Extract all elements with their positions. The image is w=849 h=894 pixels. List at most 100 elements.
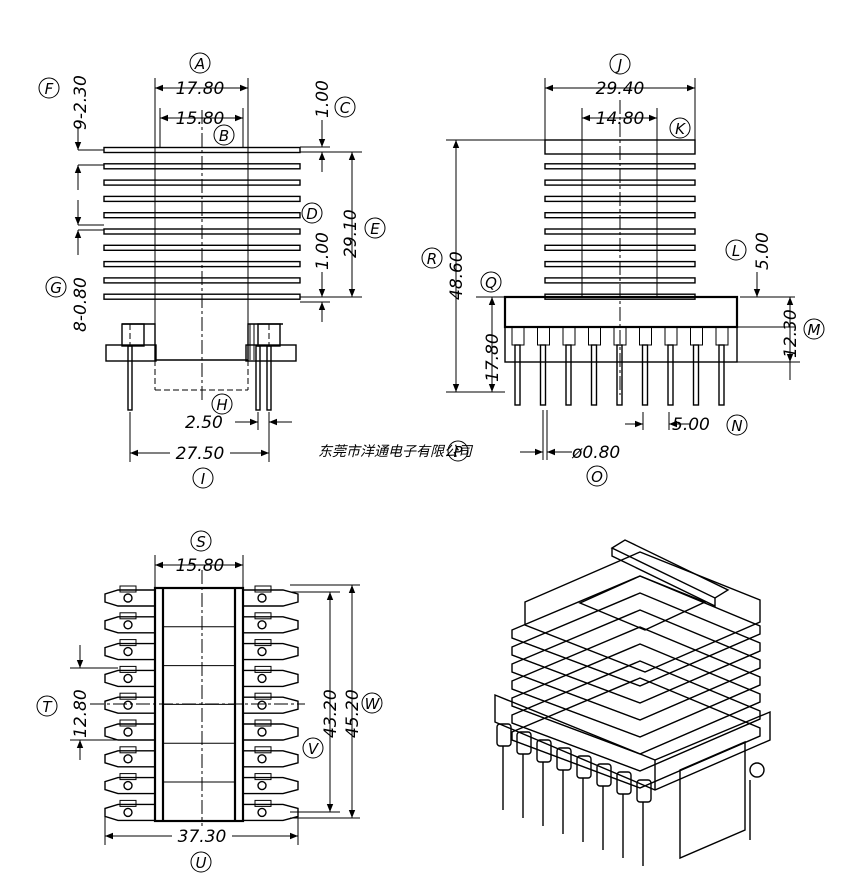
- bottom-pin-tab-right: [243, 776, 299, 795]
- iso-pin-tab: [536, 739, 552, 763]
- bottom-pin-left: [123, 700, 133, 710]
- svg-text:A: A: [194, 55, 205, 73]
- bottom-pin-left: [123, 807, 133, 818]
- dim-2-50: 2.50: [185, 413, 223, 433]
- dim-9-2-30: 9-2.30: [71, 75, 91, 130]
- dim-phi-0-80: ø0.80: [571, 443, 620, 463]
- side-pin: [692, 344, 700, 406]
- side-view: 29.40 14.80 48.60 17.80 5.00 12.30 5.00 …: [421, 53, 825, 487]
- bottom-pin-tab-left: [104, 642, 155, 661]
- iso-pin-tab: [576, 755, 592, 779]
- iso-pin-tab: [636, 779, 652, 803]
- side-pin: [667, 344, 674, 406]
- dim-15-80-bottom: 15.80: [176, 556, 225, 576]
- dim-29-10: 29.10: [341, 209, 361, 258]
- bottom-pin-right: [257, 807, 267, 818]
- dim-37-30: 37.30: [178, 827, 227, 847]
- label-q: Q: [480, 271, 502, 293]
- iso-flange-edge: [511, 667, 761, 721]
- bottom-pin-tab-left: [104, 696, 155, 714]
- side-pin-slot: [690, 326, 703, 346]
- label-p: P: [447, 440, 469, 462]
- bottom-pin-notch-left: [119, 719, 137, 727]
- bottom-pin-notch-right: [254, 639, 272, 647]
- bottom-pin-tab-right: [243, 669, 299, 688]
- bottom-pin-notch-left: [119, 692, 137, 700]
- label-d: D: [301, 202, 323, 224]
- bottom-pin-tab-right: [243, 642, 299, 661]
- front-view: 17.80 15.80 1.00 29.10 1.00 9-2.30 8-0.8…: [38, 52, 386, 489]
- bottom-pins: [104, 585, 299, 822]
- label-e: E: [364, 217, 386, 239]
- bottom-pin-left: [123, 646, 133, 657]
- bottom-pin-left: [123, 620, 133, 630]
- svg-text:K: K: [675, 120, 686, 138]
- iso-pin-tab: [496, 723, 512, 747]
- svg-text:W: W: [365, 695, 381, 713]
- bottom-pin-notch-left: [119, 799, 137, 807]
- iso-pin-tab: [556, 747, 572, 771]
- svg-text:C: C: [340, 99, 351, 117]
- label-m: M: [803, 318, 825, 340]
- bottom-pin-right: [257, 727, 267, 737]
- bottom-pin-tab-right: [243, 723, 299, 741]
- bottom-pin-left: [123, 780, 133, 791]
- bottom-pin-right: [257, 754, 267, 764]
- svg-text:M: M: [808, 321, 821, 339]
- label-k: K: [669, 117, 691, 139]
- bottom-pin-notch-right: [254, 773, 272, 781]
- dim-8-0-80: 8-0.80: [71, 277, 91, 332]
- bottom-pin-tab-left: [104, 669, 155, 688]
- label-u: U: [190, 851, 212, 873]
- side-pin-slot: [664, 326, 678, 346]
- bottom-pin-notch-right: [254, 665, 272, 673]
- dim-27-50-label: 27.50: [176, 444, 225, 464]
- side-flange: [544, 277, 696, 284]
- side-pin: [641, 344, 649, 406]
- svg-text:J: J: [615, 56, 622, 74]
- bottom-pin-tab-left: [104, 723, 155, 741]
- label-b: B: [213, 124, 235, 146]
- bottom-pin-notch-right: [254, 746, 272, 754]
- svg-text:D: D: [306, 205, 318, 223]
- iso-flange-edge: [511, 650, 761, 704]
- iso-flange: [511, 677, 761, 789]
- dim-48-60: 48.60: [447, 251, 467, 300]
- svg-text:I: I: [201, 470, 206, 488]
- side-pin: [590, 344, 598, 406]
- svg-text:V: V: [308, 740, 320, 758]
- label-l: L: [725, 239, 747, 261]
- dim-5-00-horizontal: 5.00: [672, 415, 710, 435]
- dim-14-80: 14.80: [596, 109, 645, 129]
- bottom-pin-notch-left: [119, 746, 137, 754]
- bottom-pin-tab-right: [243, 750, 299, 768]
- dim-17-80-side: 17.80: [483, 333, 503, 382]
- side-pin: [565, 344, 572, 406]
- bottom-pin-notch-left: [119, 665, 137, 673]
- label-f: F: [38, 77, 60, 99]
- side-pin: [539, 344, 547, 406]
- svg-text:Q: Q: [485, 274, 497, 292]
- bottom-pin-notch-right: [254, 692, 272, 700]
- iso-pin-cap: [749, 762, 765, 778]
- label-i: I: [192, 467, 214, 489]
- iso-pin-tab: [616, 771, 632, 795]
- bottom-pin-notch-left: [119, 773, 137, 781]
- dim-12-80: 12.80: [71, 689, 91, 738]
- bottom-pin-notch-right: [254, 719, 272, 727]
- svg-text:B: B: [219, 127, 229, 145]
- dim-29-40: 29.40: [596, 79, 645, 99]
- label-j: J: [609, 53, 631, 75]
- bottom-pin-right: [257, 620, 267, 630]
- label-c: C: [334, 96, 356, 118]
- bottom-pin-tab-right: [243, 696, 299, 714]
- svg-text:S: S: [196, 533, 206, 551]
- label-h: H: [211, 393, 233, 415]
- bottom-pin-tab-left: [104, 616, 155, 634]
- svg-text:T: T: [42, 698, 53, 716]
- bottom-pin-tab-left: [104, 750, 155, 768]
- bottom-pin-left: [123, 593, 133, 603]
- svg-text:F: F: [45, 80, 54, 98]
- bottom-pin-left: [123, 673, 133, 684]
